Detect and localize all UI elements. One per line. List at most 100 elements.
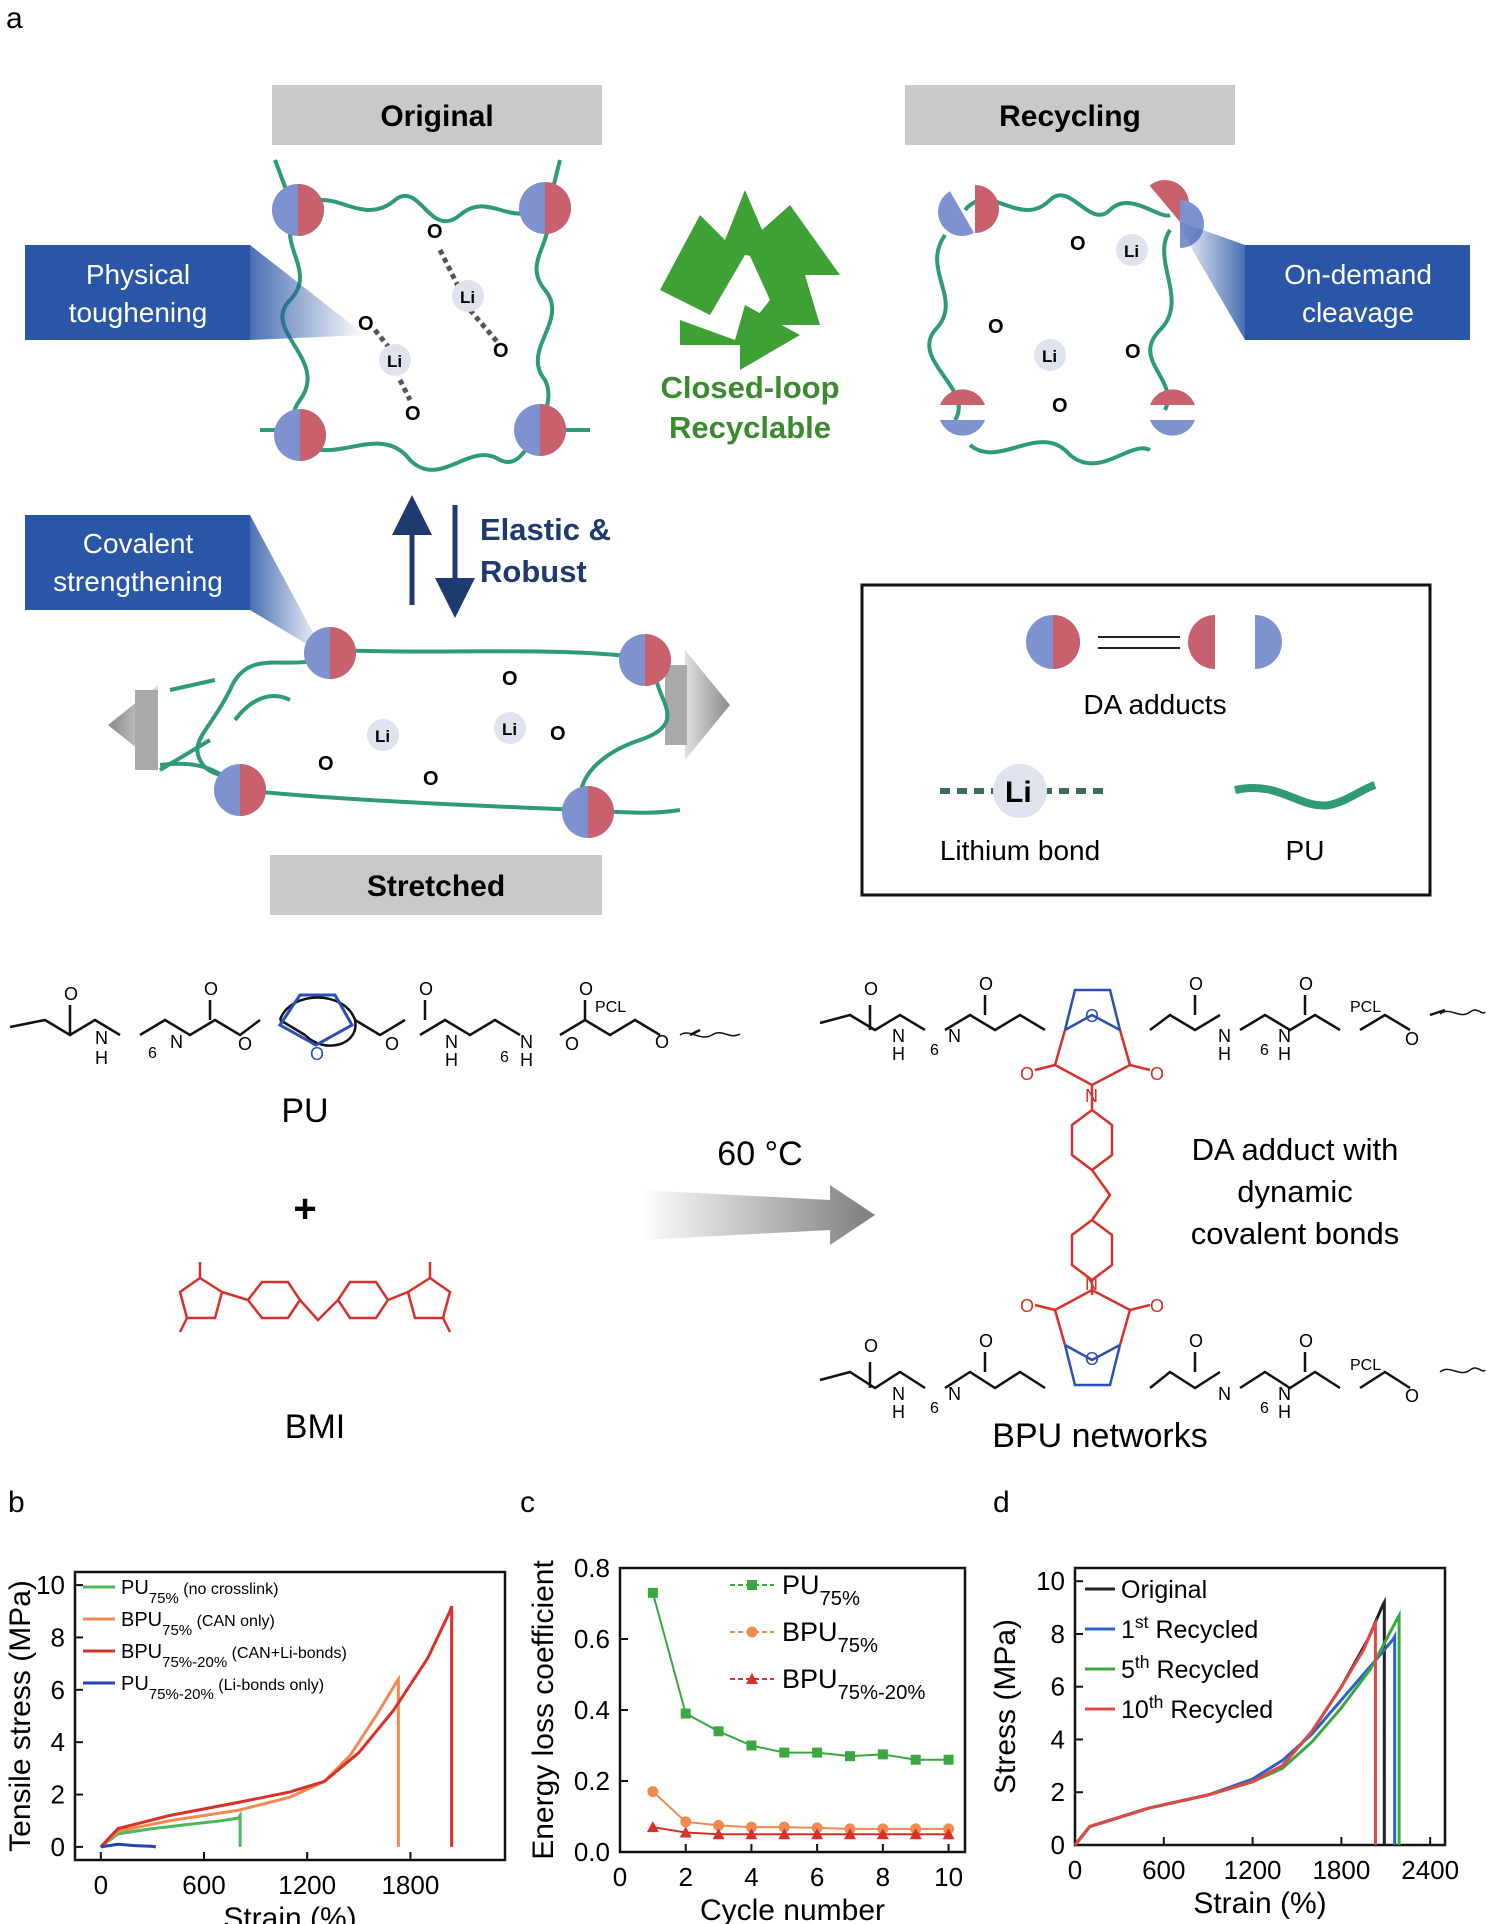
covalent-line1: Covalent [83,528,194,559]
marker-circle [680,1816,692,1828]
legend-label-d-2-part: th [1135,1652,1150,1672]
recycle-icon [660,190,840,370]
x-tick-label: 10 [934,1862,963,1892]
pu-h1: H [95,1048,108,1068]
carbonyl-o-4: O [405,403,421,425]
legend-label-b-0-part: (no crosslink) [179,1581,279,1598]
legend-li-big: Li [1005,776,1032,809]
bpu-h1: H [892,1044,905,1064]
bpu-n2: N [948,1026,961,1046]
legend-label-c-1: BPU75% [782,1617,878,1657]
y-tick-label: 0.0 [574,1837,610,1867]
bpu-h3: H [1218,1044,1231,1064]
marker-triangle [646,1821,659,1833]
header-stretched: Stretched [270,855,602,915]
plot-frame [73,1570,507,1862]
pu-o4: O [385,1034,399,1054]
bpu-o9: O [1299,1331,1313,1351]
legend-label-d-3-part: Recycled [1163,1696,1273,1724]
stretched-da-adducts: Li Li O O O O [214,627,671,838]
series-line-d-3 [1073,1617,1377,1846]
condition-arrow [640,1185,875,1245]
legend-label-c-0-part: PU [782,1570,820,1600]
legend-label-c-2: BPU75%-20% [782,1664,925,1704]
marker-square [910,1754,921,1765]
legend-lithium-bond: Lithium bond [940,835,1100,866]
plot-frame [1073,1566,1447,1847]
bpu-o8: O [1189,1331,1203,1351]
da-desc-line1: DA adduct with [1192,1132,1399,1167]
original-da-adducts [272,182,571,461]
x-tick-label: 1800 [1312,1855,1370,1885]
bpu-six3: 6 [930,1400,939,1417]
marker-triangle [745,1828,758,1840]
y-axis-label: Tensile stress (MPa) [4,1580,37,1852]
bpu-o-imide2: O [1150,1064,1164,1084]
carbonyl-o-3: O [358,313,374,335]
furan-ring [277,993,355,1047]
li-ion-6: Li [502,720,517,739]
on-demand-line1: On-demand [1284,259,1432,290]
panel-label-a: a [6,2,23,35]
bpu-o-imide3: O [1020,1296,1034,1316]
marker-triangle [909,1828,922,1840]
pu-o-furan: O [310,1044,324,1064]
bpu-o5: O [1405,1029,1419,1049]
bpu-o7: O [979,1331,993,1351]
pu-o1: O [64,984,78,1004]
marker-square [943,1754,954,1765]
carbonyl-o-5: O [1070,233,1086,255]
panel-label-d: d [993,1486,1010,1519]
bpu-n8: N [1278,1384,1291,1404]
y-tick-label: 0 [51,1832,65,1862]
bpu-n5: N [892,1384,905,1404]
marker-triangle [778,1828,791,1840]
pu-o6: O [579,979,593,999]
bpu-n7: N [1218,1384,1231,1404]
header-stretched-label: Stretched [367,870,505,903]
recycling-half-adducts: Li Li O O O O [938,180,1204,436]
legend-label-d-3-part: th [1149,1692,1164,1712]
x-tick-label: 8 [876,1862,890,1892]
header-original: Original [272,85,602,145]
x-tick-label: 6 [810,1862,824,1892]
y-tick-label: 0.2 [574,1766,610,1796]
bmi-label: BMI [285,1408,345,1446]
physical-toughening-line2: toughening [69,297,208,328]
condition-label: 60 °C [717,1135,802,1173]
legend-label-c-2-part: BPU [782,1664,838,1694]
y-tick-label: 0.6 [574,1624,610,1654]
bpu-bicyclic-blue [1063,988,1122,1387]
legend-label-d-3-part: 10 [1121,1696,1149,1724]
legend-label-b-2-part: 75%-20% [162,1654,227,1671]
marker-triangle [876,1828,889,1840]
panel-label-b: b [8,1486,25,1519]
bpu-o-imide4: O [1150,1296,1164,1316]
legend-label-d-3: 10th Recycled [1121,1692,1273,1724]
x-tick-label: 1200 [278,1870,336,1900]
x-tick-label: 0 [1068,1855,1082,1885]
legend-label-b-1-part: BPU [121,1609,162,1631]
pu-n2: N [170,1032,183,1052]
legend-label-b-0: PU75% (no crosslink) [121,1577,278,1607]
carbonyl-o-2: O [493,340,509,362]
x-tick-label: 600 [182,1870,225,1900]
li-ion-5: Li [375,727,390,746]
closed-loop-line1: Closed-loop [660,370,839,405]
pu-n1: N [95,1028,108,1048]
legend-label-c-2-part: 75%-20% [838,1682,926,1704]
bpu-h5: H [892,1402,905,1422]
legend-label-c-0: PU75% [782,1570,860,1610]
stretched-network [158,648,681,815]
legend-label-d-1-part: Recycled [1149,1616,1259,1644]
physical-toughening-line1: Physical [86,259,190,290]
marker-circle [778,1821,790,1833]
pu-n3: N [445,1032,458,1052]
li-ion-1: Li [460,288,475,307]
marker-circle [811,1822,823,1834]
legend-label-b-3-part: PU [121,1673,149,1695]
